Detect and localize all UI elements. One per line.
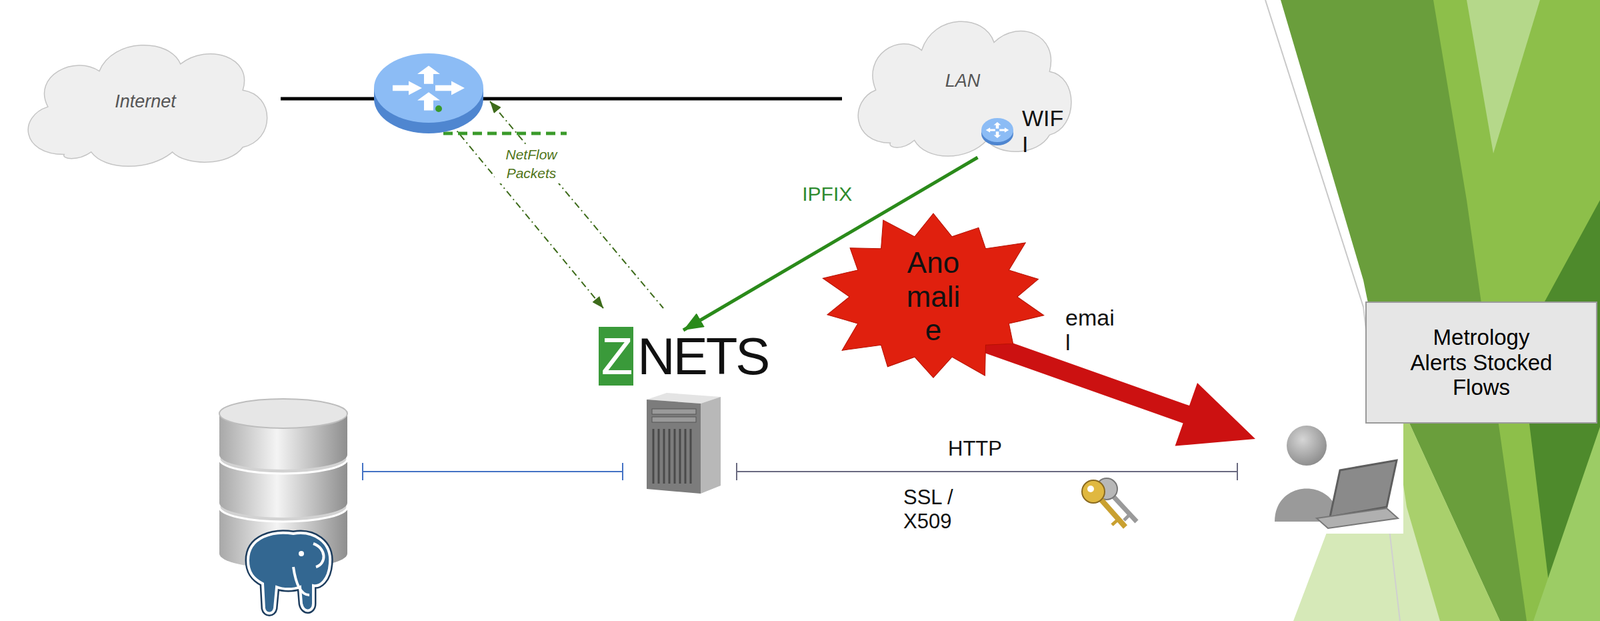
db-link (362, 470, 623, 472)
lan-cloud: LAN WIFI (842, 5, 1084, 164)
wifi-label: WIFI (1022, 105, 1066, 158)
server-vent (684, 428, 686, 484)
server-icon (646, 399, 701, 494)
cloud-label: LAN (945, 70, 981, 92)
db-link (362, 462, 364, 480)
info-text: Metrology Alerts Stocked Flows (1405, 324, 1558, 401)
network-link (280, 97, 842, 101)
starburst-shape (822, 213, 1044, 378)
wifi-router-icon (981, 118, 1014, 142)
database-icon (219, 488, 348, 518)
router-arrow (994, 131, 1002, 138)
email-label: email (1065, 305, 1119, 356)
server-vent (673, 428, 676, 484)
server-vent (668, 428, 670, 484)
https-link (736, 470, 1238, 472)
postgres-elephant (248, 532, 330, 614)
keys-icon (1082, 480, 1105, 503)
postgres-elephant (248, 532, 330, 614)
server-vent (689, 428, 692, 484)
email-arrow (973, 331, 1256, 446)
server-icon (700, 396, 721, 494)
protocol-label: HTTP (948, 436, 1002, 461)
wifi-router-icon (975, 113, 1020, 147)
server-vent (652, 428, 654, 484)
laptop-icon (1316, 508, 1398, 528)
znets-server: ZNETS (586, 330, 780, 500)
router-arrow (417, 66, 440, 84)
server-icon (646, 391, 721, 494)
netflow-label: NetFlow Packets (494, 145, 568, 184)
https-link (1236, 462, 1238, 480)
keys-icon (1124, 514, 1130, 520)
server-vent (657, 428, 660, 484)
netflow-line (441, 112, 604, 308)
info-box: Metrology Alerts Stocked Flows (1365, 301, 1598, 424)
deco-line (1265, 0, 1364, 307)
server-vent (678, 428, 681, 484)
user-ground (1260, 410, 1404, 534)
anomaly-label: Anomalie (900, 246, 967, 348)
edge-label: IPFIX (802, 182, 852, 206)
internet-cloud: Internet (10, 30, 281, 174)
cloud-shape (28, 45, 267, 167)
server-icon (652, 408, 696, 414)
database-icon (219, 398, 348, 428)
https-link (736, 462, 738, 480)
postgres-elephant (298, 550, 304, 556)
protocol-label: SSL / X509 (903, 485, 978, 533)
router-arrow (392, 80, 422, 95)
netflow-line (490, 101, 664, 308)
postgres-elephant (313, 543, 324, 567)
cloud-label: Internet (114, 91, 176, 112)
netflow-dash (443, 132, 567, 136)
router-arrow (999, 127, 1009, 132)
router-icon (374, 53, 484, 123)
db-link (622, 462, 624, 480)
router-arrow (994, 122, 1002, 129)
keys-icon (1098, 496, 1126, 527)
anomaly-burst: Anomalie (820, 213, 1047, 380)
wifi-router: WIFI (975, 105, 1069, 158)
keys-icon (1087, 485, 1094, 492)
router-arrow (435, 80, 465, 95)
database-icon (219, 440, 348, 470)
deco-panel (1466, 0, 1540, 154)
keys-icon (1082, 478, 1137, 527)
router-arrow (986, 127, 996, 132)
netflow-dot (435, 105, 442, 112)
user-icon (1286, 425, 1327, 466)
logo-text: ZNETS (598, 330, 769, 382)
server-vent (662, 428, 665, 484)
server-icon (652, 416, 696, 422)
deco-panel (1280, 0, 1600, 621)
postgres-elephant (293, 566, 310, 595)
cloud-shape (858, 21, 1072, 156)
deco-panel (1533, 426, 1600, 621)
keys-icon (1112, 518, 1119, 525)
